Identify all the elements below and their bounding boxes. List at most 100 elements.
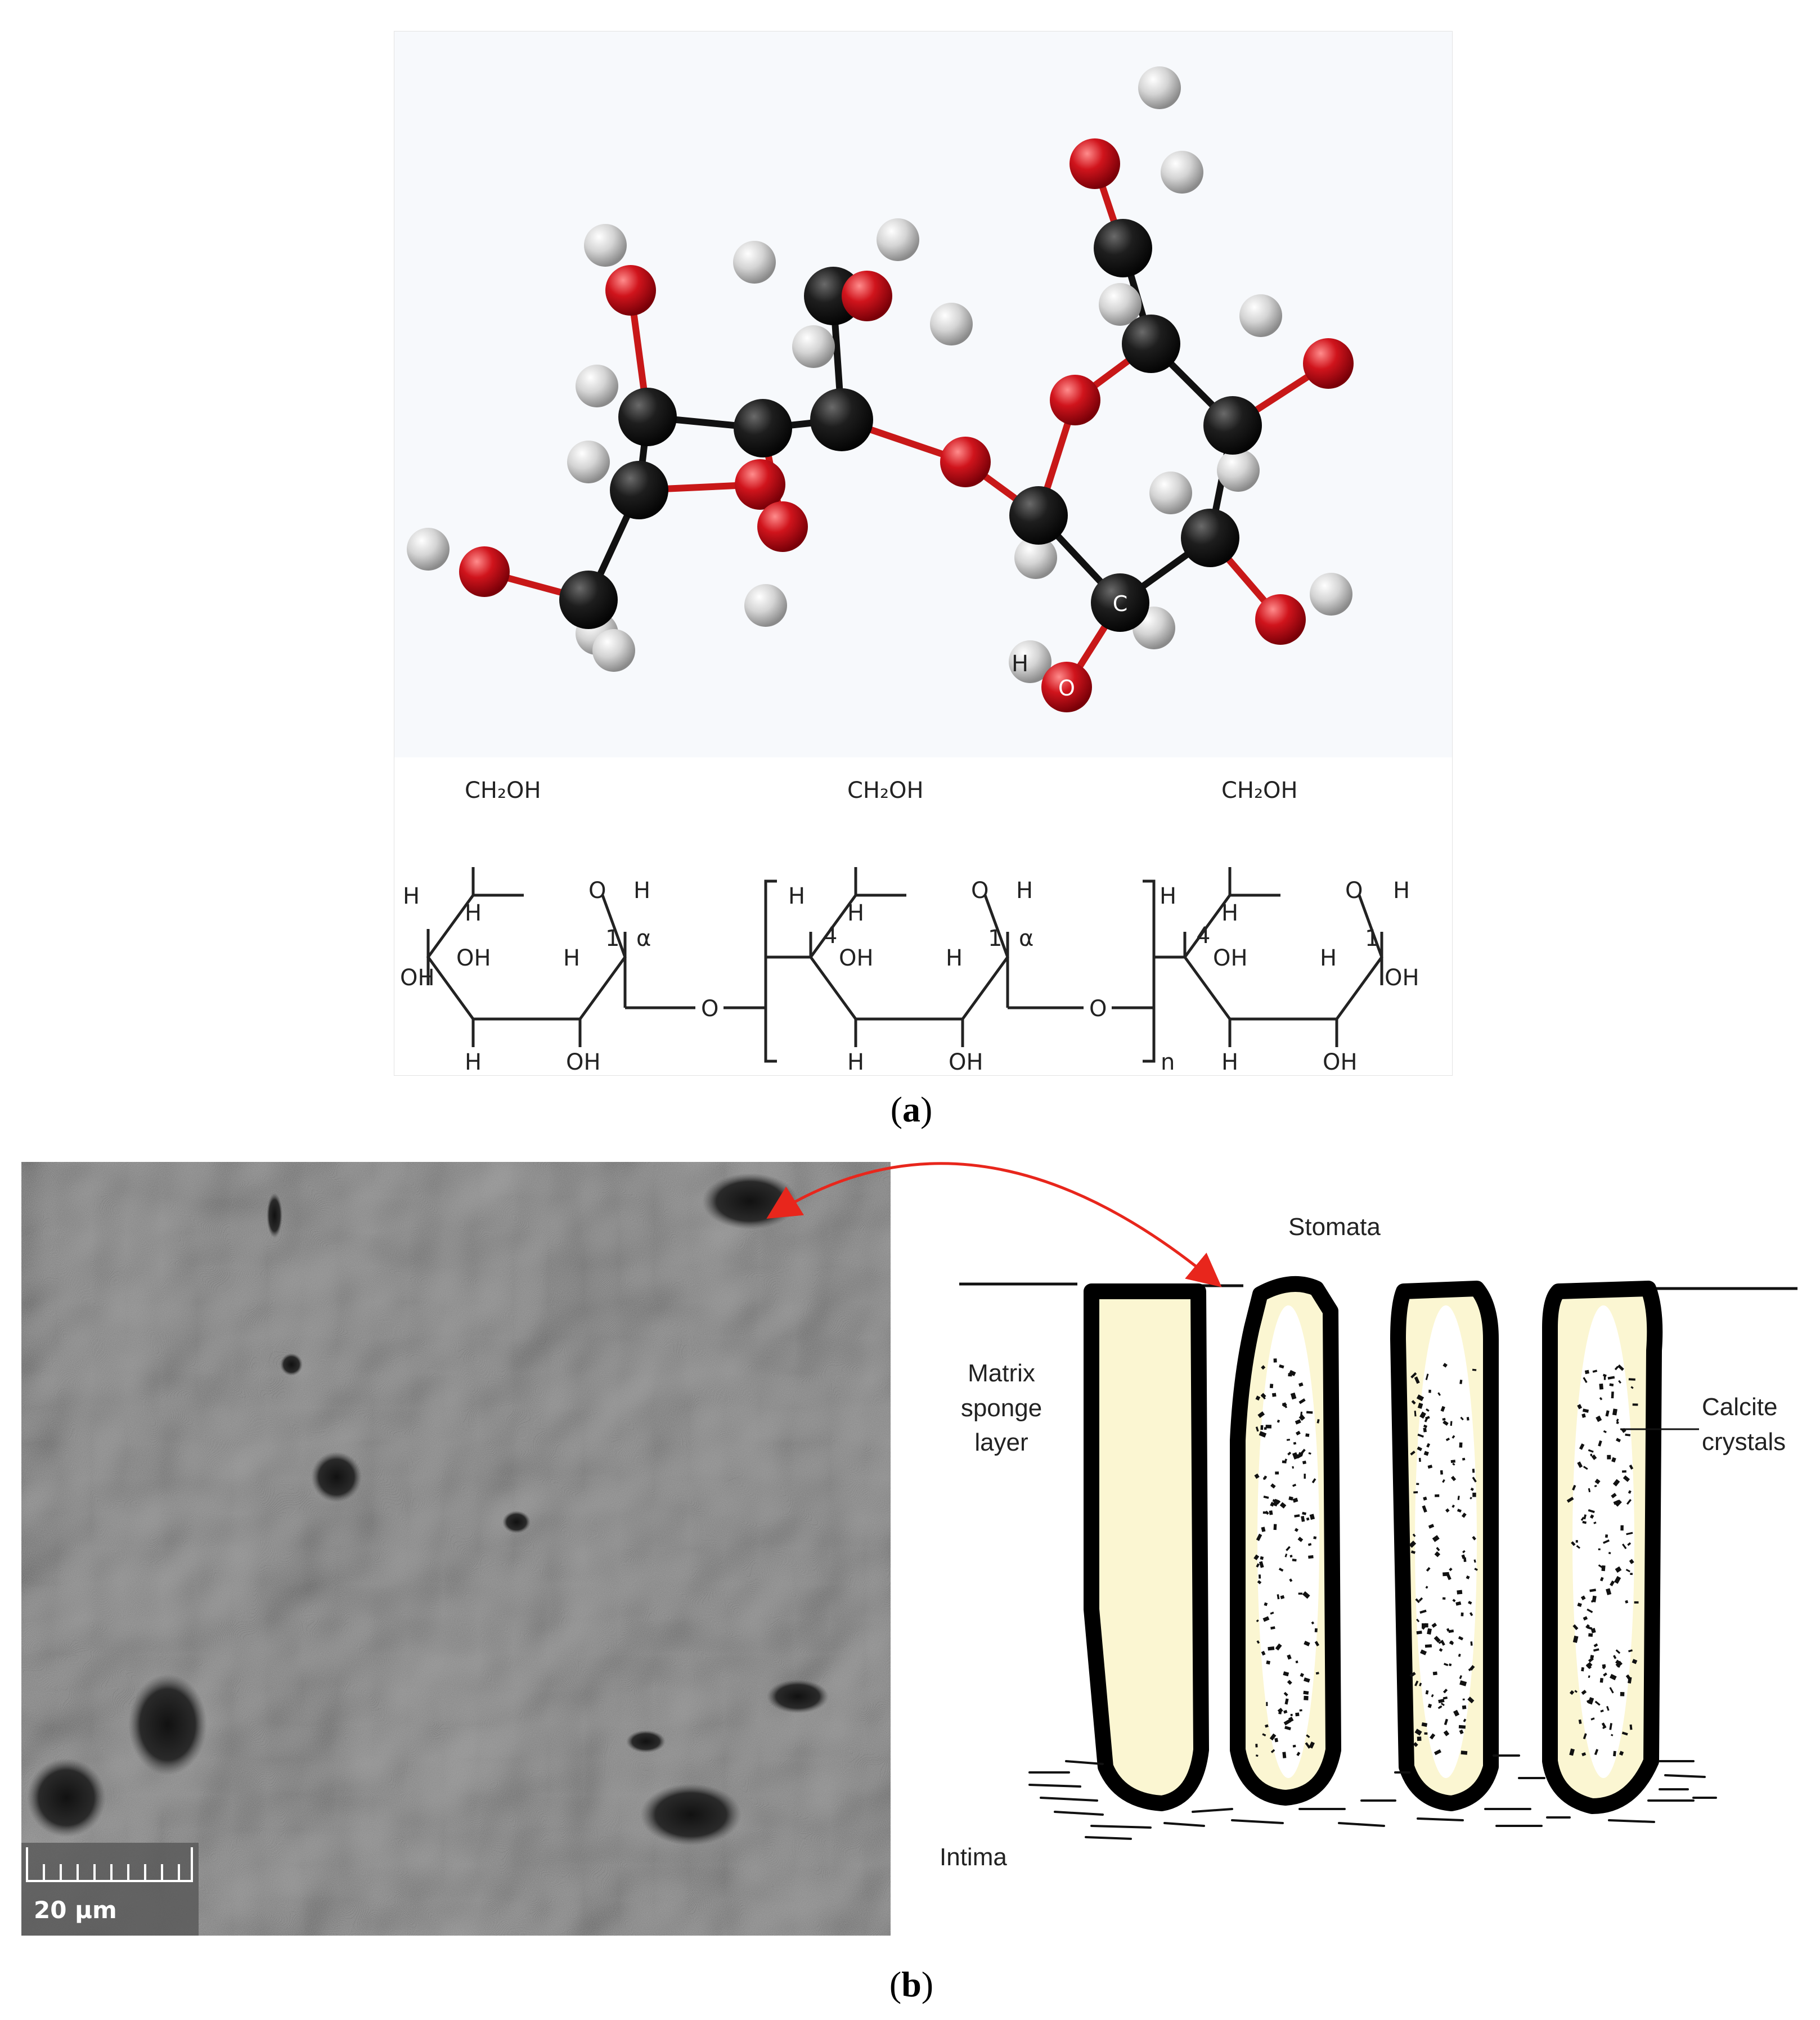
calcite-speck — [1630, 1573, 1633, 1575]
calcite-speck — [1593, 1648, 1599, 1652]
calcite-speck — [1283, 1691, 1288, 1696]
calcite-speck — [1316, 1419, 1320, 1424]
calcite-speck — [1273, 1524, 1277, 1530]
calcite-speck — [1423, 1428, 1427, 1433]
h-label: H — [847, 1049, 864, 1075]
oh-label: OH — [949, 1049, 983, 1075]
calcite-speck — [1287, 1680, 1292, 1685]
intima-label: Intima — [940, 1843, 1007, 1871]
oh-label: OH — [566, 1049, 601, 1075]
calcite-speck — [1462, 1705, 1467, 1709]
calcite-speck — [1590, 1600, 1594, 1603]
calcite-speck — [1282, 1752, 1287, 1758]
calcite-speck — [1593, 1643, 1598, 1648]
calcite-speck — [1261, 1365, 1266, 1370]
calcite-speck — [1298, 1398, 1306, 1404]
calcite-speck — [1255, 1754, 1259, 1757]
calcite-speck — [1410, 1372, 1417, 1379]
h-label: H — [563, 945, 580, 971]
carbon-atoms — [559, 219, 1262, 632]
calcite-speck — [1428, 1389, 1431, 1393]
calcite-speck — [1588, 1509, 1595, 1514]
ch2oh-label-1: CH₂OH — [465, 778, 541, 803]
calcite-speck — [1275, 1643, 1282, 1651]
calcite-speck — [1299, 1709, 1302, 1712]
calcite-speck — [1622, 1543, 1627, 1550]
calcite-speck — [1306, 1734, 1310, 1739]
calcite-speck — [1451, 1435, 1455, 1439]
calcite-speck — [1280, 1595, 1285, 1600]
ring-oxygen-3: O — [1345, 878, 1363, 904]
formula-labels: CH₂OH O H H H OH H OH H OH 1 α O CH₂OH O… — [400, 778, 1419, 1075]
calcite-speck — [1628, 1649, 1633, 1653]
calcite-speck — [1463, 1557, 1467, 1562]
bridge-oxygen-2: O — [1089, 996, 1107, 1022]
calcite-speck — [1594, 1485, 1597, 1488]
calcite-speck — [1286, 1546, 1291, 1551]
calcite-speck — [1260, 1425, 1264, 1430]
calcite-speck — [1581, 1667, 1584, 1672]
calcite-speck — [1414, 1411, 1417, 1417]
calcite-speck — [1292, 1483, 1297, 1487]
calcite-speck — [1296, 1453, 1302, 1459]
calcite-speck — [1590, 1717, 1595, 1721]
calcite-speck — [1603, 1672, 1607, 1677]
calcite-speck — [1621, 1731, 1628, 1736]
calcite-speck — [1313, 1536, 1317, 1539]
calcite-speck — [1462, 1698, 1465, 1700]
calcite-speck — [1271, 1393, 1277, 1397]
h-label: H — [1320, 945, 1337, 971]
haworth-formula: CH₂OH O H H H OH H OH H OH 1 α O CH₂OH O… — [394, 757, 1452, 1075]
calcite-speck — [1582, 1520, 1587, 1524]
calcite-speck — [1459, 1729, 1464, 1735]
calcite-speck — [1581, 1752, 1587, 1757]
calcite-speck — [1264, 1602, 1268, 1606]
calcite-speck — [1599, 1383, 1603, 1390]
calcite-speck — [1474, 1568, 1478, 1571]
calcite-speck — [1448, 1630, 1454, 1633]
calcite-speck — [1438, 1699, 1445, 1703]
scale-bar-ruler — [26, 1847, 193, 1882]
calcite-speck — [1588, 1697, 1594, 1705]
calcite-speck — [1466, 1575, 1470, 1579]
calcite-speck — [1580, 1595, 1586, 1601]
calcite-speck — [1458, 1653, 1461, 1657]
calcite-speck — [1453, 1709, 1460, 1717]
calcite-speck — [1410, 1451, 1415, 1456]
calcite-speck — [1569, 1690, 1575, 1695]
calcite-speck — [1444, 1718, 1449, 1726]
calcite-speck — [1588, 1675, 1590, 1678]
calcite-speck — [1270, 1611, 1274, 1615]
calcite-speck — [1269, 1384, 1274, 1389]
position-1-label: 1 — [988, 926, 1002, 951]
calcite-speck — [1452, 1599, 1456, 1602]
calcite-speck — [1579, 1443, 1585, 1450]
calcite-speck — [1632, 1659, 1638, 1664]
calcite-speck — [1596, 1415, 1602, 1422]
calcite-speck — [1462, 1457, 1466, 1461]
calcite-speck — [1270, 1626, 1275, 1630]
matrix-sponge-layer-label: Matrix sponge layer — [960, 1359, 1042, 1457]
calcite-speck — [1615, 1660, 1623, 1668]
calcite-speck — [1283, 1709, 1288, 1714]
calcite-speck — [1442, 1417, 1446, 1421]
calcite-speck — [1459, 1675, 1462, 1680]
stomata-label: Stomata — [1288, 1213, 1381, 1241]
calcite-speck — [1259, 1561, 1264, 1568]
calcite-speck — [1274, 1738, 1279, 1743]
calcite-speck — [1416, 1618, 1420, 1623]
calcite-speck — [1290, 1713, 1293, 1716]
calcite-speck — [1414, 1680, 1419, 1686]
repeat-n-label: n — [1161, 1049, 1175, 1075]
calcite-speck — [1416, 1394, 1424, 1402]
calcite-speck — [1422, 1413, 1425, 1417]
calcite-speck — [1256, 1533, 1262, 1541]
calcite-speck — [1423, 1451, 1429, 1456]
calcite-speck — [1603, 1430, 1607, 1433]
calcite-speck — [1298, 1414, 1305, 1421]
position-1-label: 1 — [605, 926, 619, 951]
calcite-speck — [1425, 1373, 1429, 1380]
calcite-speck — [1262, 1616, 1270, 1622]
calcite-speck — [1598, 1548, 1601, 1551]
calcite-speck — [1259, 1431, 1267, 1438]
